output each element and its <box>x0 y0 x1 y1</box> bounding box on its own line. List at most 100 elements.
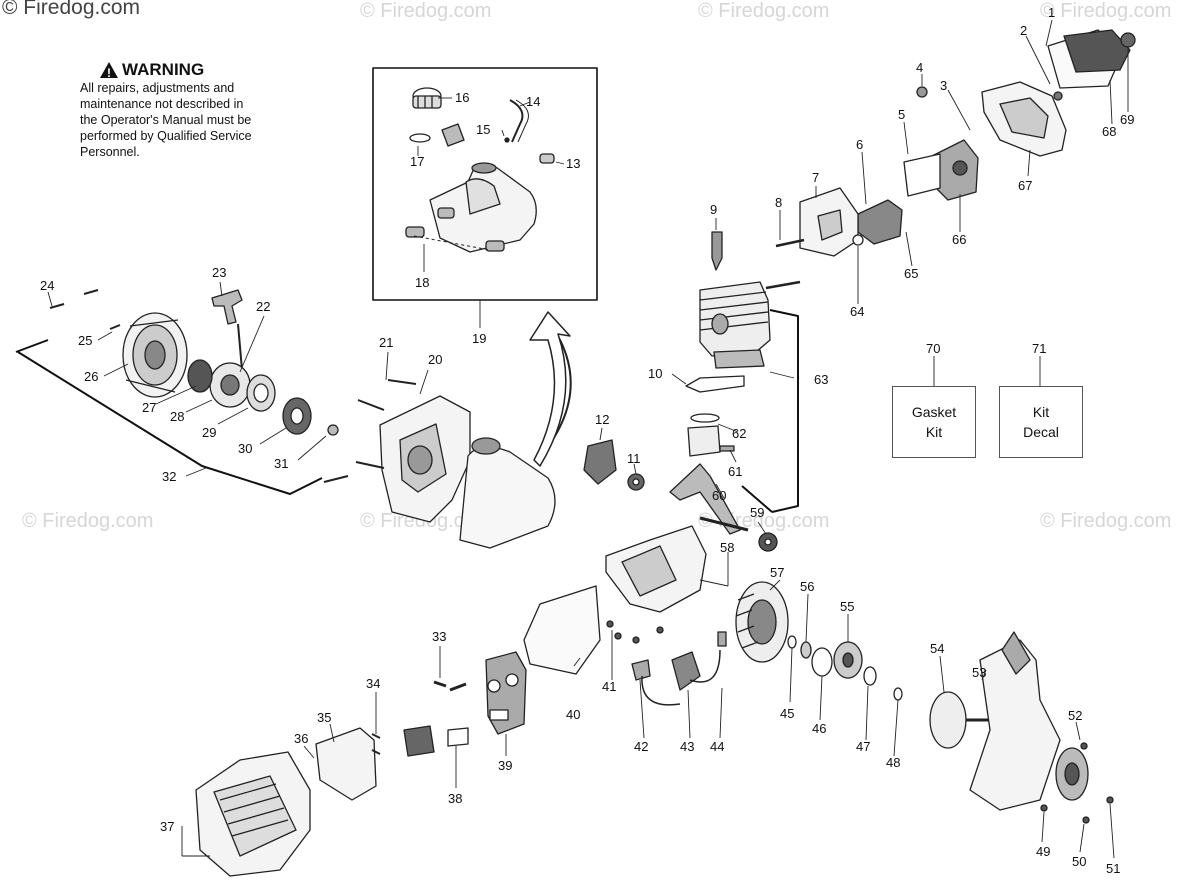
cylinder-group-bracket <box>741 309 799 513</box>
watermark-main: © Firedog.com <box>2 0 141 19</box>
part-number: 71 <box>1032 341 1046 356</box>
part-number: 60 <box>712 488 726 503</box>
part-number: 16 <box>455 90 469 105</box>
part-number: 61 <box>728 464 742 479</box>
muffler-part <box>485 651 527 735</box>
part-number: 42 <box>634 739 648 754</box>
gearbox-housing-part <box>969 639 1061 811</box>
starter-handle-part <box>211 289 243 325</box>
watermark: © Firedog.com <box>360 0 492 22</box>
part-number: 58 <box>720 540 734 555</box>
watermark: © Firedog.com <box>1040 0 1172 22</box>
part-number: 19 <box>472 331 486 346</box>
part-number: 20 <box>428 352 442 367</box>
crankshaft-part <box>669 463 741 535</box>
piston-part <box>687 425 721 457</box>
piston-ring-part <box>690 413 720 423</box>
warning-line: the Operator's Manual must be <box>80 113 252 127</box>
warning-heading: WARNING <box>122 60 205 79</box>
part-number: 30 <box>238 441 252 456</box>
gasket-kit-line1: Gasket <box>911 404 957 420</box>
spark-plug-boot-part <box>631 659 651 681</box>
part-number: 22 <box>256 299 270 314</box>
part-number: 34 <box>366 676 380 691</box>
muffler-cover-bracket-part <box>315 727 377 801</box>
spacer-part <box>800 641 812 659</box>
part-number: 28 <box>170 409 184 424</box>
part-number: 67 <box>1018 178 1032 193</box>
part-number: 63 <box>814 372 828 387</box>
insulator-part <box>857 199 903 245</box>
part-number: 70 <box>926 341 940 356</box>
watermark: © Firedog.com <box>698 0 830 22</box>
part-number: 45 <box>780 706 794 721</box>
muffler-shroud-part <box>195 751 311 877</box>
part-number: 51 <box>1106 861 1120 876</box>
part-number: 44 <box>710 739 724 754</box>
fuel-filter-part <box>441 123 465 147</box>
kit-decal-line2: Decal <box>1023 424 1059 440</box>
warning-line: All repairs, adjustments and <box>80 81 235 95</box>
part-number: 36 <box>294 731 308 746</box>
part-number: 6 <box>856 137 863 152</box>
part-number: 54 <box>930 641 944 656</box>
screw-part <box>327 424 339 436</box>
warning-line: Personnel. <box>80 145 140 159</box>
warning-icon <box>100 62 118 83</box>
fuel-gasket-part <box>409 133 431 143</box>
part-number: 41 <box>602 679 616 694</box>
part-number: 59 <box>750 505 764 520</box>
part-number: 18 <box>415 275 429 290</box>
flywheel-part <box>735 581 789 663</box>
gasket-kit-line2: Kit <box>925 424 943 440</box>
part-number: 3 <box>940 78 947 93</box>
part-number: 32 <box>162 469 176 484</box>
part-number: 12 <box>595 412 609 427</box>
spark-plug-part <box>711 231 723 271</box>
part-number: 50 <box>1072 854 1086 869</box>
spark-screen-part <box>447 727 469 747</box>
part-number: 62 <box>732 426 746 441</box>
washer-part <box>893 687 903 701</box>
part-number: 68 <box>1102 124 1116 139</box>
part-number: 33 <box>432 629 446 644</box>
part-number: 57 <box>770 565 784 580</box>
starter-group-bracket <box>15 339 323 495</box>
muffler-gasket-part <box>403 725 435 757</box>
part-number: 8 <box>775 195 782 210</box>
part-number: 1 <box>1048 5 1055 20</box>
part-number: 13 <box>566 156 580 171</box>
part-number: 31 <box>274 456 288 471</box>
warning-notice: WARNING All repairs, adjustments and mai… <box>80 60 310 160</box>
part-number: 43 <box>680 739 694 754</box>
clutch-part <box>833 641 863 679</box>
heat-shield-part <box>523 585 601 675</box>
part-number: 37 <box>160 819 174 834</box>
part-number: 10 <box>648 366 662 381</box>
part-number: 27 <box>142 400 156 415</box>
fuel-cap-part <box>412 87 442 109</box>
part-number: 4 <box>916 60 923 75</box>
part-number: 66 <box>952 232 966 247</box>
part-number: 9 <box>710 202 717 217</box>
clutch-drum-part <box>929 691 967 749</box>
part-number: 7 <box>812 170 819 185</box>
part-number: 25 <box>78 333 92 348</box>
part-number: 55 <box>840 599 854 614</box>
part-number: 29 <box>202 425 216 440</box>
fuel-line-part <box>509 99 524 143</box>
starter-housing-part <box>122 312 188 398</box>
watermark: © Firedog.com <box>1040 510 1172 532</box>
part-number: 53 <box>972 665 986 680</box>
part-number: 24 <box>40 278 54 293</box>
warning-line: maintenance not described in <box>80 97 244 111</box>
part-number: 5 <box>898 107 905 122</box>
washer-part <box>787 635 797 649</box>
part-number: 40 <box>566 707 580 722</box>
part-number: 2 <box>1020 23 1027 38</box>
part-number: 49 <box>1036 844 1050 859</box>
part-number: 38 <box>448 791 462 806</box>
part-number: 14 <box>526 94 540 109</box>
